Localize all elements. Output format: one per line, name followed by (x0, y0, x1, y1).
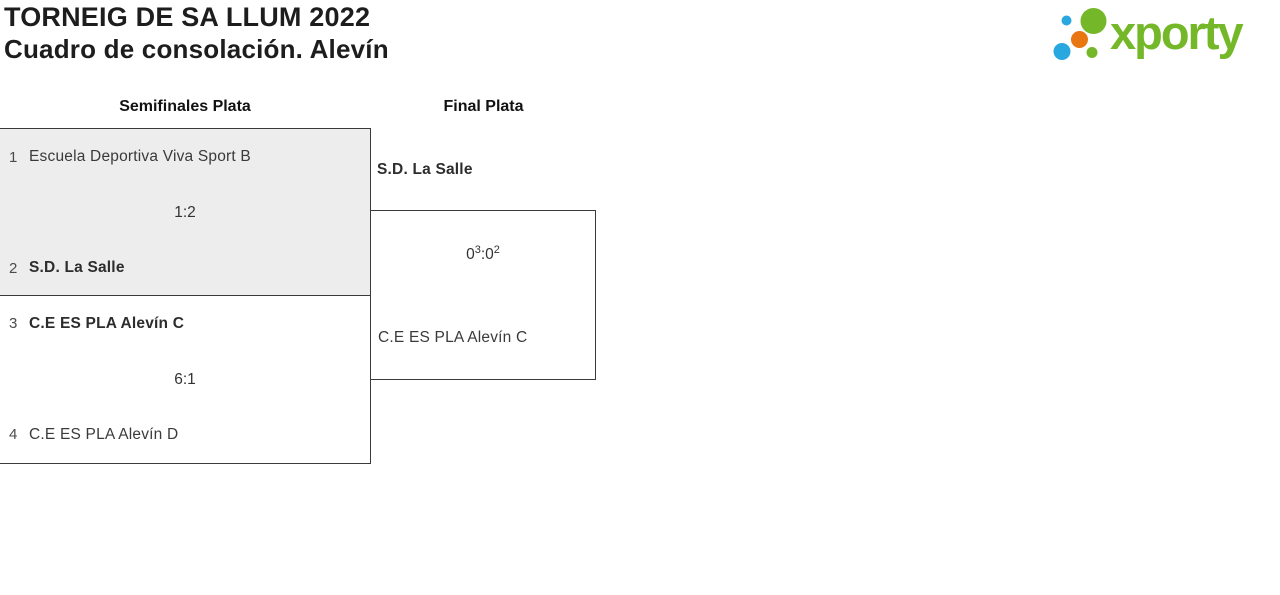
team-seed: 4 (9, 426, 18, 443)
tournament-title: TORNEIG DE SA LLUM 2022 (4, 2, 371, 32)
xporty-logo[interactable]: xporty (1044, 0, 1280, 72)
bracket-subtitle: Cuadro de consolación. Alevín (4, 34, 389, 64)
team-row: 4 C.E ES PLA Alevín D (9, 425, 364, 445)
team-name: Escuela Deportiva Viva Sport B (29, 148, 251, 165)
team-row: 1 Escuela Deportiva Viva Sport B (9, 147, 364, 167)
score-right-superscript: 2 (493, 244, 500, 256)
team-name: C.E ES PLA Alevín C (378, 329, 528, 346)
logo-dots-icon (1053, 8, 1107, 60)
team-seed: 1 (9, 148, 18, 166)
team-seed: 2 (9, 259, 18, 277)
round-header-semifinals: Semifinales Plata (119, 98, 251, 115)
team-seed: 3 (9, 315, 18, 332)
match-score: 1:2 (174, 204, 196, 221)
match-score: 6:1 (174, 370, 196, 388)
team-name: C.E ES PLA Alevín C (29, 314, 185, 332)
match-box-final[interactable]: 03:02 C.E ES PLA Alevín C (370, 210, 596, 380)
page-title: TORNEIG DE SA LLUM 2022 Cuadro de consol… (4, 1, 389, 66)
score-left: 0 (466, 246, 475, 263)
round-header-final: Final Plata (443, 98, 524, 115)
final-team-1: S.D. La Salle (377, 160, 473, 180)
score-left-superscript: 3 (474, 244, 481, 256)
final-team-2: C.E ES PLA Alevín C (378, 328, 589, 348)
match-score: 03:02 (371, 244, 595, 265)
score-right: 0 (485, 246, 494, 263)
team-name: C.E ES PLA Alevín D (29, 425, 179, 443)
match-box-semifinal-1[interactable]: 1 Escuela Deportiva Viva Sport B 1:2 2 S… (0, 128, 371, 296)
score-separator: : (480, 246, 486, 263)
match-box-semifinal-2[interactable]: 3 C.E ES PLA Alevín C 6:1 4 C.E ES PLA A… (0, 294, 371, 464)
team-row: 2 S.D. La Salle (9, 258, 364, 278)
team-name: S.D. La Salle (29, 259, 125, 276)
team-row: 3 C.E ES PLA Alevín C (9, 314, 364, 334)
logo-text: xporty (1110, 6, 1244, 59)
team-name: S.D. La Salle (377, 161, 473, 178)
